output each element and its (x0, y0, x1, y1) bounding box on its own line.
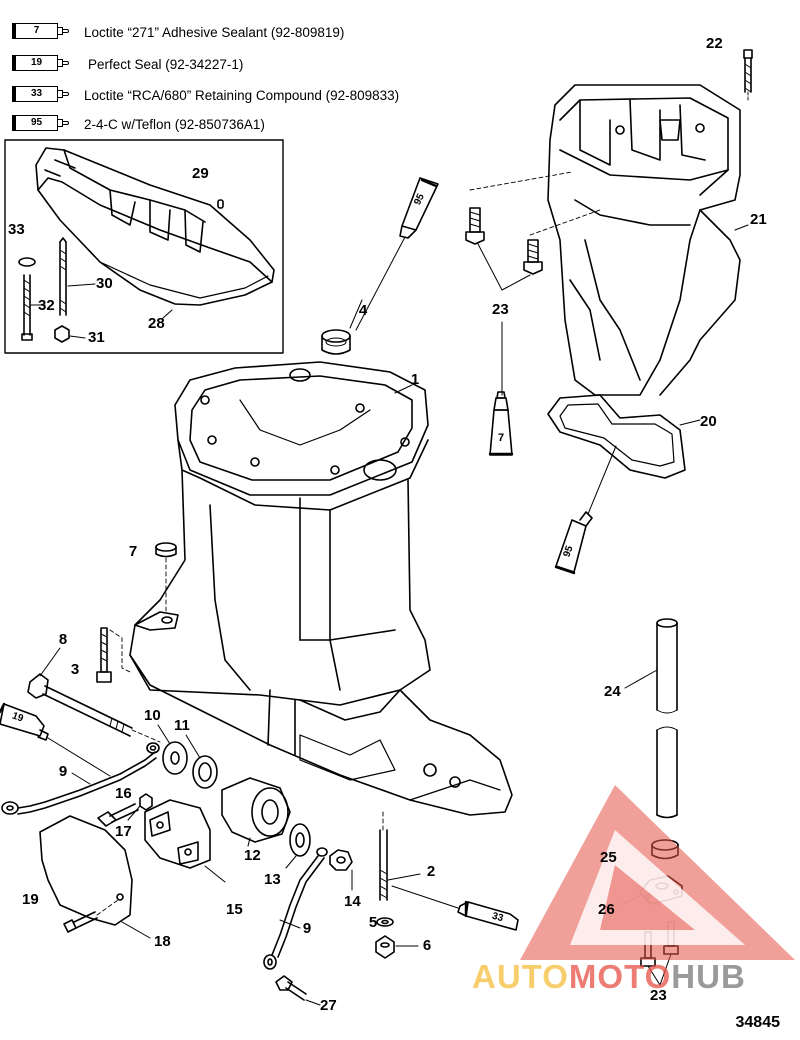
legend-text: Loctite “271” Adhesive Sealant (92-80981… (84, 24, 345, 40)
screw-part-16 (97, 803, 139, 827)
washer-part-11 (185, 734, 218, 789)
grommet-part-4 (321, 329, 351, 355)
sealant-tube-icon: 19 (12, 55, 70, 73)
sealant-tube-icon: 7 (12, 23, 70, 41)
inset-frame (4, 139, 284, 354)
ground-wire-part-9 (263, 847, 328, 970)
callout-23-upper: 23 (492, 301, 509, 318)
legend-text: Loctite “RCA/680” Retaining Compound (92… (84, 87, 400, 103)
watermark-logo (520, 785, 795, 960)
callout-24: 24 (604, 683, 621, 700)
washer-part-33 (18, 257, 36, 267)
callout-19: 19 (22, 891, 39, 908)
adapter-plate-part (547, 84, 741, 396)
figure-number: 34845 (735, 1014, 781, 1031)
callout-30: 30 (96, 275, 113, 292)
washer-part-5 (376, 917, 394, 927)
callout-14: 14 (344, 893, 361, 910)
long-stud-part (59, 237, 96, 316)
stud-part-2 (379, 811, 421, 901)
skeg-cover-part (35, 147, 275, 306)
callout-9-upper: 9 (58, 763, 68, 780)
callout-32: 32 (38, 297, 55, 314)
callout-17: 17 (115, 823, 132, 840)
callout-15: 15 (226, 901, 243, 918)
water-tube-part-24 (624, 618, 678, 819)
screw-part-19 (63, 899, 119, 933)
callout-25: 25 (600, 849, 617, 866)
sealant-tube-19-part (0, 702, 111, 777)
callout-29: 29 (192, 165, 209, 182)
callout-1: 1 (410, 371, 420, 388)
nut-part-31 (54, 325, 86, 343)
callout-8: 8 (58, 631, 68, 648)
callout-5: 5 (368, 914, 378, 931)
legend-row-33: 33 Loctite “RCA/680” Retaining Compound … (12, 84, 399, 106)
callout-10: 10 (144, 707, 161, 724)
bolt-part-3 (96, 627, 131, 683)
callout-9-lower: 9 (302, 920, 312, 937)
mount-bracket-part-15 (144, 799, 226, 883)
sealant-tube-95-part (355, 177, 439, 331)
bolt-pair-part-23 (465, 207, 543, 291)
callout-3: 3 (70, 661, 80, 678)
ground-wire-part-9 (1, 742, 160, 815)
callout-7: 7 (128, 543, 138, 560)
legend-text: Perfect Seal (92-34227-1) (88, 56, 244, 72)
small-pin-part (217, 199, 224, 209)
sealant-tube-95-part (554, 445, 617, 575)
callout-28: 28 (148, 315, 165, 332)
callout-16: 16 (115, 785, 132, 802)
sealant-tube-7-part (488, 391, 514, 456)
cover-part-18 (39, 815, 151, 939)
sealant-tube-icon: 33 (12, 86, 70, 104)
legend-row-19: 19 Perfect Seal (92-34227-1) (12, 53, 243, 75)
screw-part-32 (21, 274, 46, 341)
legend-row-7: 7 Loctite “271” Adhesive Sealant (92-809… (12, 21, 344, 43)
callout-18: 18 (154, 933, 171, 950)
long-bolt-part-8 (27, 647, 161, 743)
washer-part-13 (285, 823, 311, 869)
nut-part-14 (329, 849, 353, 891)
callout-6: 6 (422, 937, 432, 954)
callout-26: 26 (598, 901, 615, 918)
watermark-text: AUTOMOTOHUB (472, 958, 746, 995)
gasket-part-20 (547, 394, 701, 479)
callout-2: 2 (426, 863, 436, 880)
nut-part-6 (375, 935, 419, 959)
sealant-tube-icon: 95 (12, 115, 70, 133)
callout-27: 27 (320, 997, 337, 1014)
nut-part-17 (127, 793, 153, 821)
plug-part-7 (155, 542, 177, 613)
callout-31: 31 (88, 329, 105, 346)
sealant-tube-33-part (391, 885, 519, 931)
tube-label-7: 7 (498, 432, 505, 444)
callout-21: 21 (750, 211, 767, 228)
bolt-part-22 (743, 49, 753, 101)
callout-12: 12 (244, 847, 261, 864)
driveshaft-housing-part (129, 361, 513, 816)
callout-23-lower: 23 (650, 987, 667, 1004)
callout-4: 4 (358, 302, 368, 319)
legend-row-95: 95 2-4-C w/Teflon (92-850736A1) (12, 113, 265, 135)
callout-13: 13 (264, 871, 281, 888)
mount-bushing-part-12 (221, 777, 291, 847)
legend-text: 2-4-C w/Teflon (92-850736A1) (84, 116, 265, 132)
washer-part-10 (157, 724, 188, 775)
callout-33: 33 (8, 221, 25, 238)
callout-20: 20 (700, 413, 717, 430)
screw-part-27 (275, 975, 321, 1006)
callout-22: 22 (706, 35, 723, 52)
callout-11: 11 (174, 717, 190, 734)
